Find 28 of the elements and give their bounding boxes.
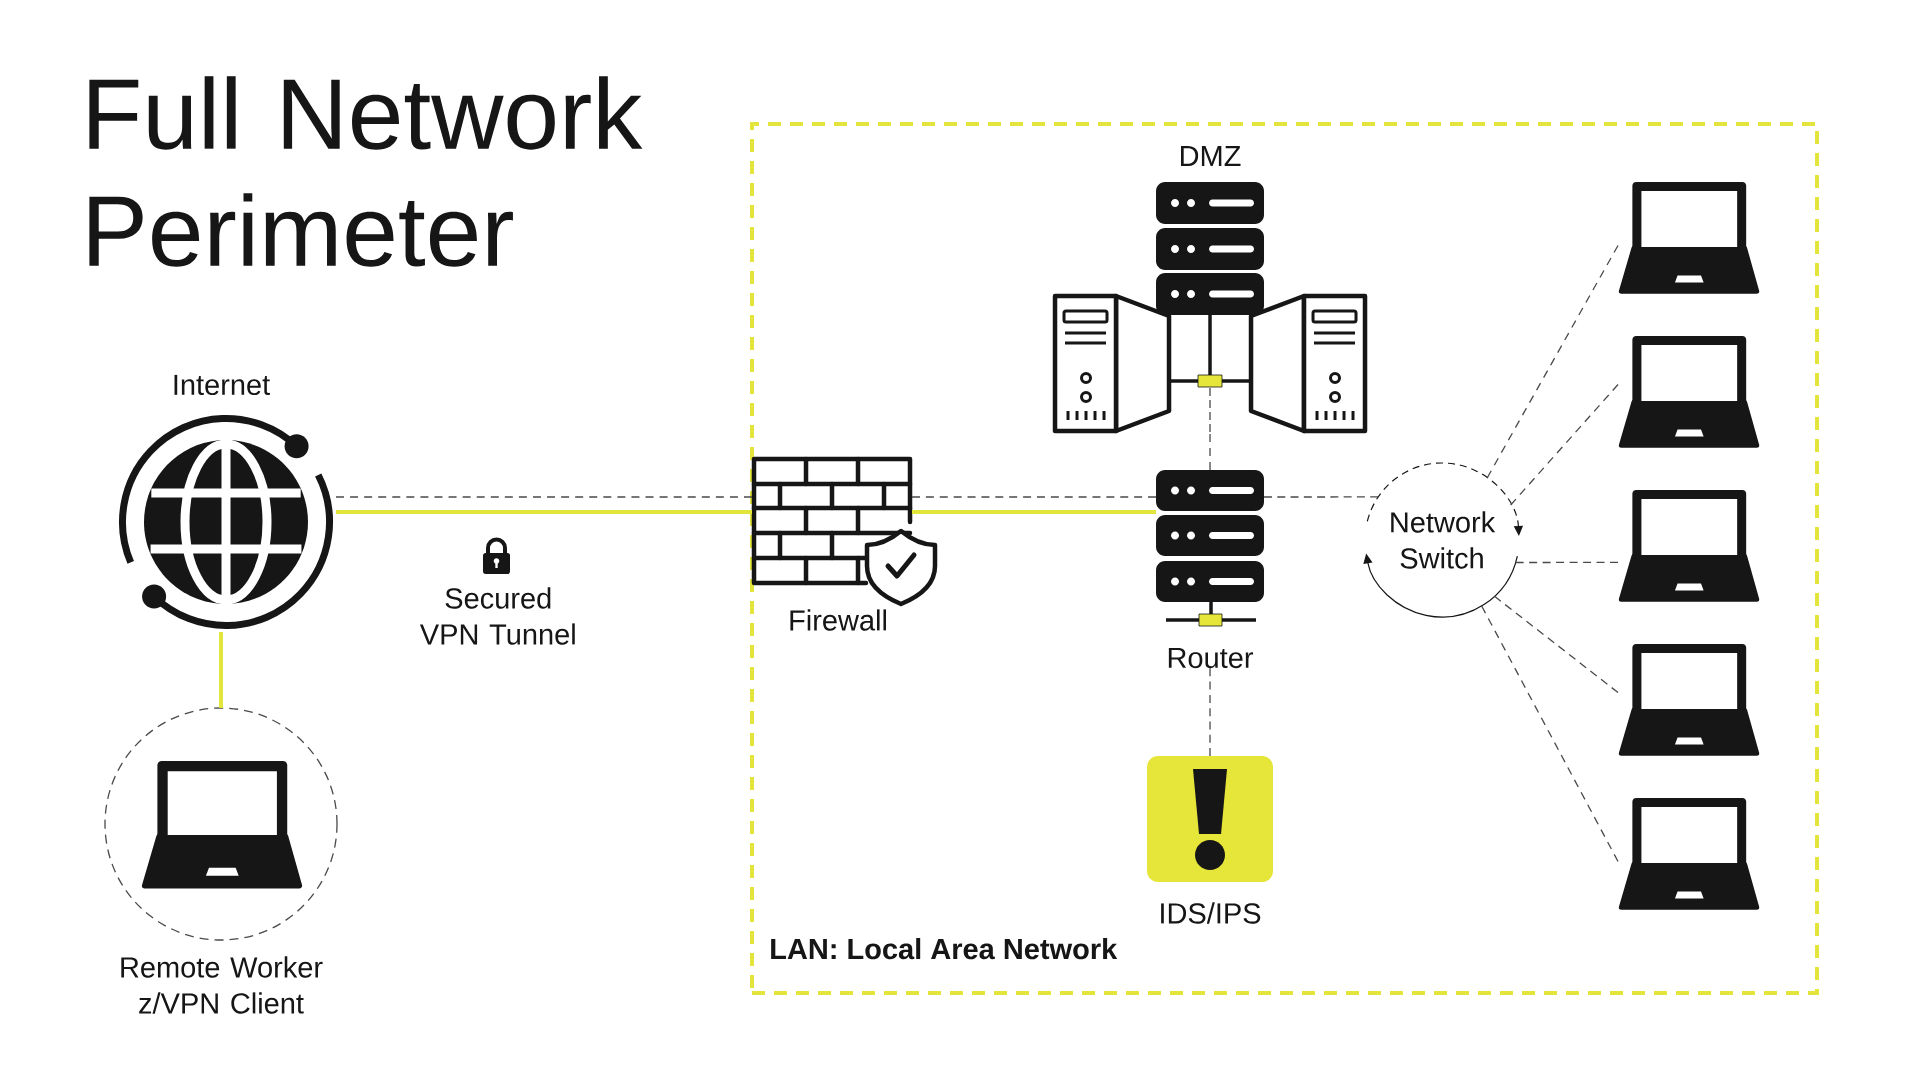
dashed-line	[1481, 605, 1619, 863]
dashed-line	[1263, 496, 1379, 498]
dashed-line	[335, 496, 753, 498]
edge-label: Secured VPN Tunnel	[419, 587, 575, 645]
laptop-icon	[1618, 798, 1760, 910]
laptop-icon	[1618, 490, 1760, 602]
connector-line	[336, 510, 752, 514]
dashed-line	[911, 496, 1157, 498]
node-label: Network Switch	[1391, 511, 1496, 569]
laptop-icon	[1618, 336, 1760, 448]
node-label: Remote Worker z/VPN Client	[121, 956, 323, 1014]
dashed-line	[1209, 667, 1211, 757]
dashed-line	[1486, 244, 1619, 479]
node-label: LAN: Local Area Network	[771, 938, 1118, 960]
node-label: Router	[1168, 647, 1254, 669]
laptop-icon	[1618, 182, 1760, 294]
title: Full Network Perimeter	[89, 76, 643, 267]
connector-line	[912, 510, 1156, 514]
connector-line	[219, 632, 223, 708]
node-label: Firewall	[790, 609, 886, 631]
node-label: DMZ	[1181, 146, 1241, 166]
dashed-line	[1509, 383, 1619, 506]
dashed-line	[1209, 433, 1211, 471]
dashed-line	[1515, 561, 1619, 564]
node-label: IDS/IPS	[1161, 902, 1261, 924]
node-label: Internet	[174, 374, 270, 396]
laptop-icon	[1618, 644, 1760, 756]
dashed-line	[1493, 595, 1619, 694]
